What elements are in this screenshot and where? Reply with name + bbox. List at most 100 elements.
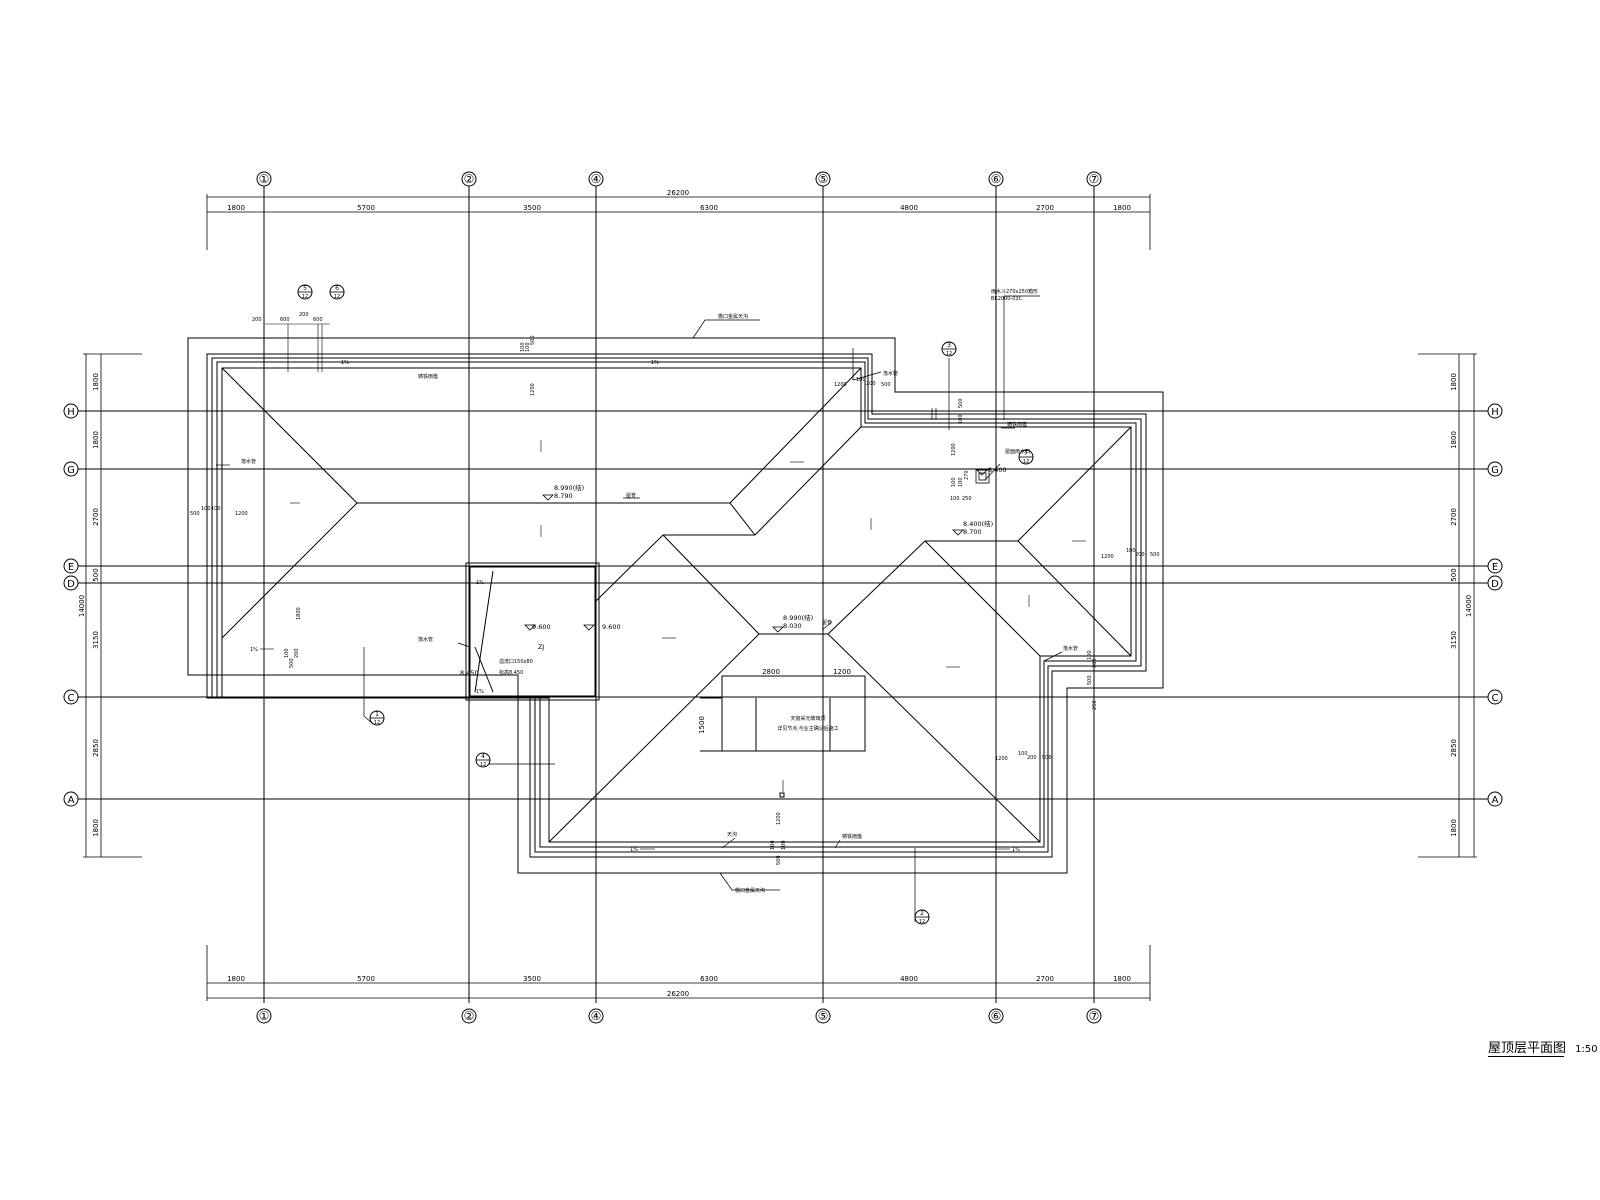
note-outlet-head: 雨水斗270x250箱形 <box>991 288 1038 295</box>
note-outlet-spec: BK2000-03C <box>991 296 1023 302</box>
sd-i2: 100 <box>951 477 957 487</box>
stair-box-text: 9.600 9.600 ZJ 1% 1% 溢流口150x80 标高8.450 <box>476 580 621 695</box>
bottom-dim-5: 4800 <box>900 975 918 983</box>
sd-e4: 100 <box>284 648 290 658</box>
sd-d3: 100 <box>211 506 221 512</box>
left-dim-2: 1800 <box>92 431 100 449</box>
detail-1-sheet: 12 <box>374 720 380 726</box>
top-dim-2: 5700 <box>357 204 375 212</box>
col-axis-2-bottom: ② <box>464 1009 475 1023</box>
detail-1-num: 1 <box>375 711 379 718</box>
elevation-text: 8.990(结) 8.790 8.400(结) 8.700 8.990(结) 8… <box>460 466 1007 677</box>
left-dim-1: 1800 <box>92 373 100 391</box>
stair-roof-box <box>465 562 600 701</box>
bottom-dim-6: 2700 <box>1036 975 1054 983</box>
sd-f5: 250 <box>1092 700 1098 710</box>
note-roof-drain: 屋面雨水口 <box>1005 448 1030 455</box>
elev-9600-a: 9.600 <box>532 623 551 631</box>
sd-e2: 500 <box>289 658 295 668</box>
bottom-dim-7: 1800 <box>1113 975 1131 983</box>
detail-3-sheet: 12 <box>946 351 952 357</box>
detail-6-sheet: 12 <box>334 294 340 300</box>
row-axis-D-left: D <box>67 579 75 590</box>
note-drain-1: 铸铁雨篦 <box>418 373 438 380</box>
gutter-line-1 <box>206 353 1147 858</box>
top-dim-3: 3500 <box>523 204 541 212</box>
slope-arrows <box>260 361 1086 850</box>
detail-6-num: 6 <box>335 285 339 292</box>
skylight-dim-a: 2800 <box>762 668 780 676</box>
left-dim-7: 1800 <box>92 819 100 837</box>
slope-5: 1% <box>1012 847 1020 853</box>
row-axis-D-right: D <box>1491 579 1499 590</box>
elev-3-bottom: 8.030 <box>783 622 802 630</box>
skylight-note-2: 详见节点,与业主确认后施工 <box>777 725 839 732</box>
note-gutter-bottom: 檐口金属天沟 <box>735 887 765 894</box>
detail-2-num: 2 <box>920 910 924 917</box>
skylight-dim-c: 1500 <box>698 716 706 734</box>
note-downpipe-left: 落水管 <box>241 458 256 465</box>
row-axis-C-right: C <box>1492 693 1499 704</box>
right-dim-6: 2850 <box>1450 739 1458 757</box>
slope-1: 1% <box>341 360 349 366</box>
bottom-dim-4: 6300 <box>700 975 718 983</box>
roof-eave-outline <box>187 337 1164 874</box>
row-axis-H-left: H <box>67 407 75 418</box>
sd-h3: 100 <box>781 840 787 850</box>
skylight-note-1: 天窗采光玻璃顶 <box>790 715 825 722</box>
detail-5-sheet: 12 <box>302 294 308 300</box>
sd-i1: 270 <box>964 470 970 480</box>
top-dim-1: 1800 <box>227 204 245 212</box>
left-dim-5: 3150 <box>92 631 100 649</box>
skylight <box>700 675 866 798</box>
sd-h1: 500 <box>776 855 782 865</box>
elev-1-top: 8.990(结) <box>554 483 584 492</box>
detail-index-bubbles <box>297 284 1034 925</box>
sd-d1: 500 <box>190 511 200 517</box>
elev-3-top: 8.990(结) <box>783 613 813 622</box>
gutter-line-3 <box>216 361 1137 848</box>
right-dim-7: 1800 <box>1450 819 1458 837</box>
bottom-dimension-text: 1800 5700 3500 6300 4800 2700 1800 26200 <box>227 975 1131 998</box>
note-downpipe-right: 落水管 <box>1063 645 1078 652</box>
note-downpipe-top: 落水管 <box>883 370 898 377</box>
left-dimension-text: 1800 1800 2700 500 3150 2850 1800 14000 <box>78 373 100 837</box>
small-dims-top-left: 200 600 200 600 <box>252 312 323 323</box>
skylight-dim-b: 1200 <box>833 668 851 676</box>
col-axis-4-top: ④ <box>591 172 602 186</box>
drawing-title-block: 屋顶层平面图 1:50 <box>1488 1037 1598 1057</box>
note-downpipe-4: 落水管 <box>418 636 433 643</box>
sd-a1: 200 <box>252 317 262 323</box>
sd-c3: 200 <box>866 381 876 387</box>
top-dimension-chain <box>206 194 1151 250</box>
elev-2-top: 8.400(结) <box>963 519 993 528</box>
small-dim-ticks <box>265 323 330 372</box>
top-dim-4: 6300 <box>700 204 718 212</box>
sd-a3: 200 <box>299 312 309 318</box>
sd-b3: 500 <box>530 335 536 345</box>
small-dims-right: 500 100 100 250 <box>1087 650 1098 710</box>
row-axis-H-right: H <box>1491 407 1499 418</box>
sd-i3: 250 <box>962 496 972 502</box>
small-dims-outlet: 270 100 250 100 100 1200 100 500 <box>950 398 972 502</box>
sd-b2: 100 <box>525 342 531 352</box>
right-overall-dim: 14000 <box>1465 595 1473 617</box>
gutter-line-2 <box>211 357 1142 853</box>
detail-3-num: 3 <box>947 342 951 349</box>
row-axis-E-left: E <box>68 562 74 573</box>
sd-h4: 1200 <box>776 812 782 825</box>
row-axis-bubbles <box>63 403 1503 807</box>
sd-f4: 100 <box>1087 650 1093 660</box>
detail-7-num: 7 <box>1024 450 1028 457</box>
col-axis-5-bottom: ⑤ <box>818 1009 829 1023</box>
note-gutter-top: 檐口金属天沟 <box>718 313 748 320</box>
bottom-dim-1: 1800 <box>227 975 245 983</box>
elevation-triangles <box>524 469 988 633</box>
sd-c1: 1200 <box>834 382 847 388</box>
right-dim-3: 2700 <box>1450 508 1458 526</box>
sd-i8: 500 <box>958 398 964 408</box>
right-dimension-text: 1800 1800 2700 500 3150 2850 1800 14000 <box>1450 373 1473 837</box>
sd-f2: 500 <box>1087 675 1093 685</box>
left-dimension-chain <box>83 353 142 858</box>
